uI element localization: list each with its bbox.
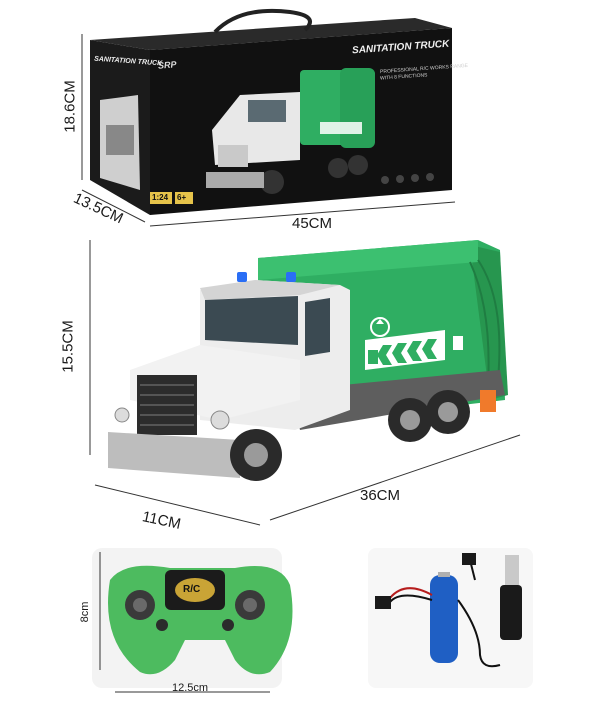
recycle-icon — [370, 317, 390, 337]
truck-height-label: 15.5CM — [59, 320, 77, 373]
scale-badge: 1:24 — [152, 193, 169, 202]
remote-height-label: 8cm — [79, 601, 91, 623]
garbage-truck — [89, 240, 521, 526]
truck-length-label: 36CM — [360, 487, 401, 504]
box-width-label: 45CM — [292, 215, 333, 232]
remote-controller — [92, 548, 293, 693]
package-box — [81, 8, 456, 227]
bin-icon — [368, 350, 378, 364]
battery-and-cable — [368, 548, 533, 688]
age-badge: 6+ — [177, 193, 187, 202]
remote-width-label: 12.5cm — [172, 682, 209, 694]
bin-icon — [453, 336, 463, 350]
arrow-chevrons-icon — [377, 339, 437, 365]
box-truck-image — [206, 68, 375, 194]
remote-badge: R/C — [183, 584, 201, 595]
box-side-image — [100, 95, 140, 190]
box-height-label: 18.6CM — [61, 80, 79, 133]
